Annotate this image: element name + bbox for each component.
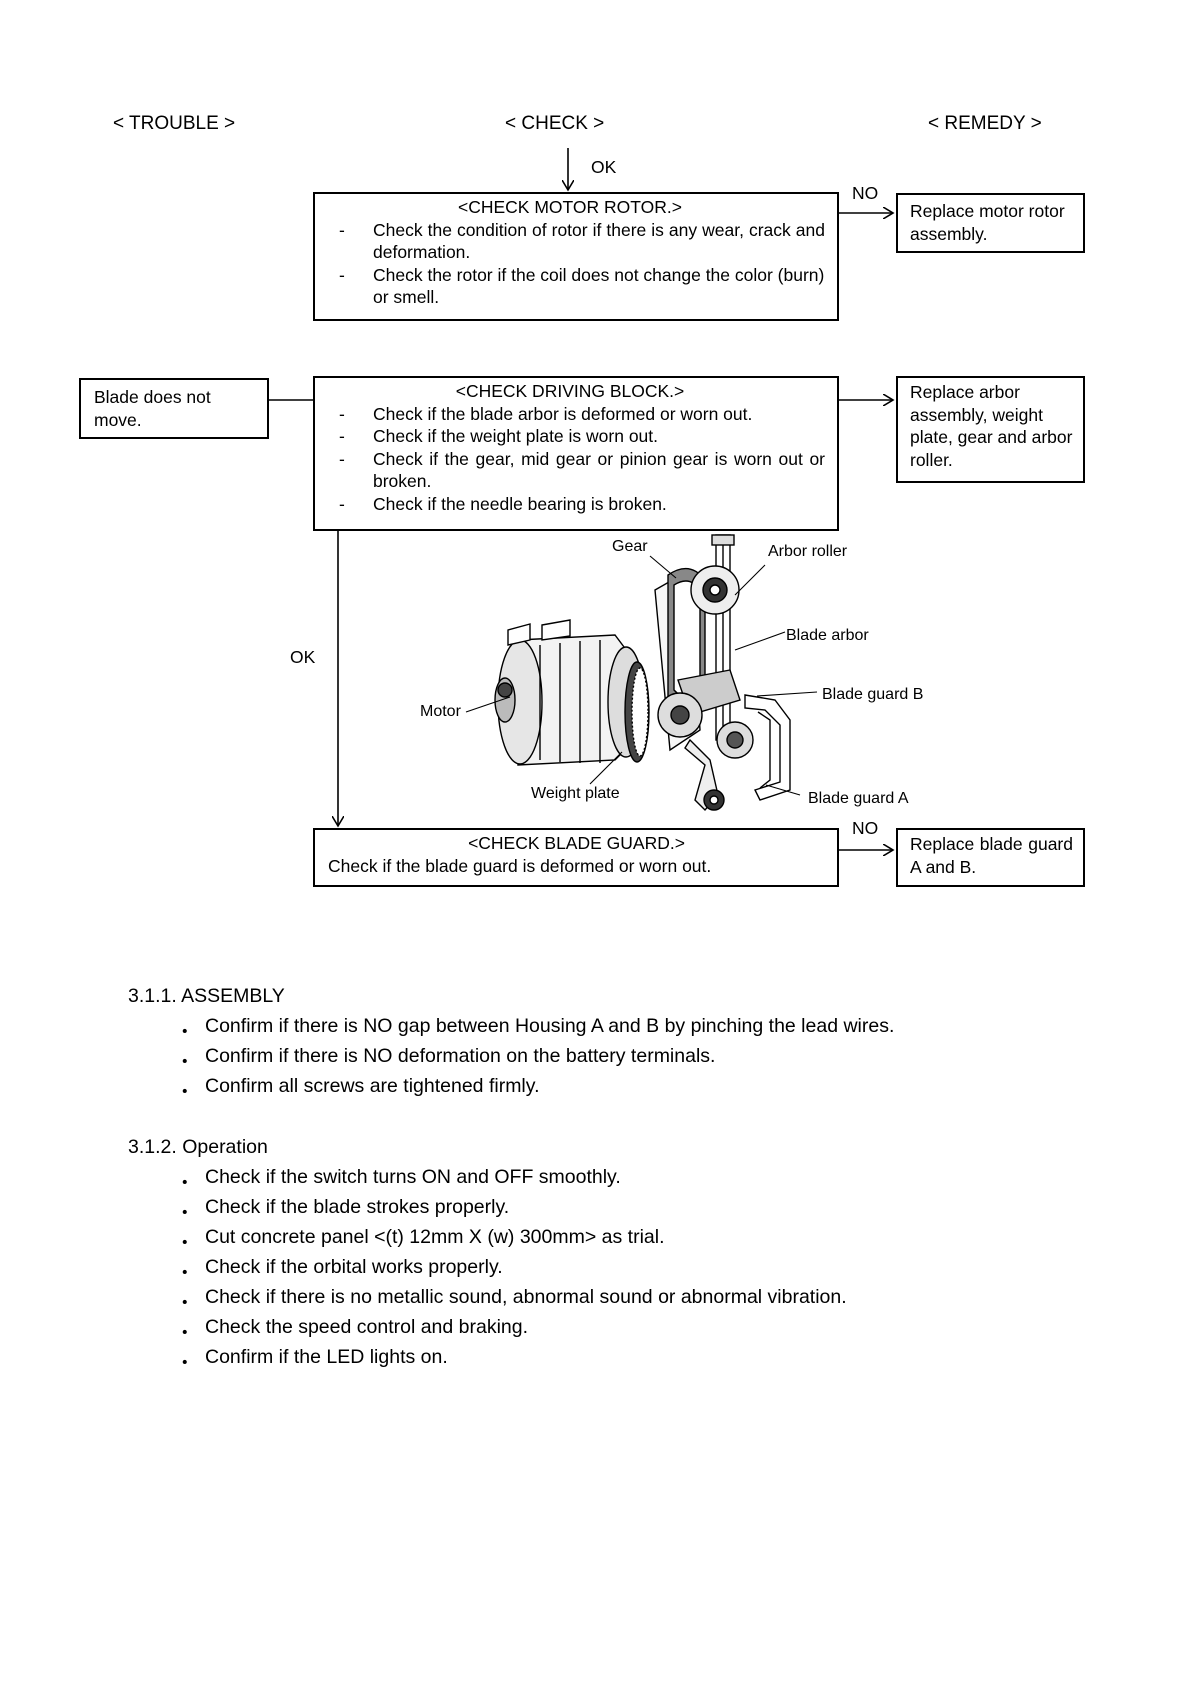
header-trouble: < TROUBLE >: [113, 113, 236, 134]
header-check: < CHECK >: [505, 113, 605, 134]
check-driving-item: -Check if the gear, mid gear or pinion g…: [339, 448, 825, 492]
figure-label-arbor-roller: Arbor roller: [768, 543, 848, 560]
check-blade-guard-box: <CHECK BLADE GUARD.> Check if the blade …: [313, 828, 839, 887]
check-motor-rotor-box: <CHECK MOTOR ROTOR.> - Check the conditi…: [313, 192, 839, 321]
check-driving-block-title: <CHECK DRIVING BLOCK.>: [455, 381, 685, 401]
figure-label-blade-arbor: Blade arbor: [786, 627, 869, 644]
remedy-motor-text: Replace motor rotor assembly.: [910, 201, 1065, 244]
bullet-dot: ・: [175, 1352, 195, 1374]
check-driving-item: -Check if the needle bearing is broken.: [339, 493, 667, 514]
dash-bullet: -: [339, 403, 345, 424]
header-remedy: < REMEDY >: [928, 113, 1042, 134]
check-driving-item: -Check if the blade arbor is deformed or…: [339, 403, 753, 424]
check-blade-guard-title: <CHECK BLADE GUARD.>: [468, 833, 685, 853]
dash-bullet: -: [339, 264, 345, 285]
check-driving-item: -Check if the weight plate is worn out.: [339, 426, 659, 446]
figure-label-gear: Gear: [612, 538, 648, 555]
remedy-guard-box: Replace blade guard A and B.: [896, 828, 1085, 887]
label-ok-left: OK: [290, 647, 316, 667]
check-driving-block-box: <CHECK DRIVING BLOCK.> -Check if the bla…: [313, 376, 839, 531]
trouble-text: Blade does not move.: [94, 387, 211, 430]
bullet-dot: ・: [175, 1292, 195, 1314]
label-no-2: NO: [852, 818, 879, 838]
check-motor-rotor-item: - Check the rotor if the coil does not c…: [339, 264, 825, 308]
remedy-guard-text: Replace blade guard A and B.: [910, 834, 1073, 877]
bullet-dot: ・: [175, 1262, 195, 1284]
remedy-driving-box: Replace arbor assembly, weight plate, ge…: [896, 376, 1085, 483]
bullet-dot: ・: [175, 1172, 195, 1194]
bullet-dot: ・: [175, 1051, 195, 1073]
remedy-motor-box: Replace motor rotor assembly.: [896, 193, 1085, 253]
label-no-1: NO: [852, 183, 879, 203]
figure-label-motor: Motor: [420, 703, 461, 720]
bullet-dot: ・: [175, 1232, 195, 1254]
dash-bullet: -: [339, 219, 345, 240]
dash-bullet: -: [339, 493, 345, 514]
bullet-dot: ・: [175, 1081, 195, 1103]
section-heading-assembly: 3.1.1. ASSEMBLY: [128, 985, 285, 1007]
dash-bullet: -: [339, 426, 345, 446]
label-ok-top: OK: [591, 157, 617, 177]
bullet-dot: ・: [175, 1322, 195, 1344]
figure-label-blade-guard-b: Blade guard B: [822, 686, 924, 703]
figure-label-weight-plate: Weight plate: [531, 785, 620, 802]
bullet-dot: ・: [175, 1202, 195, 1224]
check-blade-guard-text: Check if the blade guard is deformed or …: [328, 855, 712, 876]
trouble-box: Blade does not move.: [79, 378, 269, 439]
section-heading-operation: 3.1.2. Operation: [128, 1136, 268, 1158]
check-motor-rotor-title: <CHECK MOTOR ROTOR.>: [458, 197, 682, 217]
check-motor-rotor-item: - Check the condition of rotor if there …: [339, 219, 825, 263]
dash-bullet: -: [339, 448, 345, 469]
remedy-driving-text: Replace arbor assembly, weight plate, ge…: [910, 382, 1073, 470]
figure-label-blade-guard-a: Blade guard A: [808, 790, 909, 807]
bullet-dot: ・: [175, 1021, 195, 1043]
